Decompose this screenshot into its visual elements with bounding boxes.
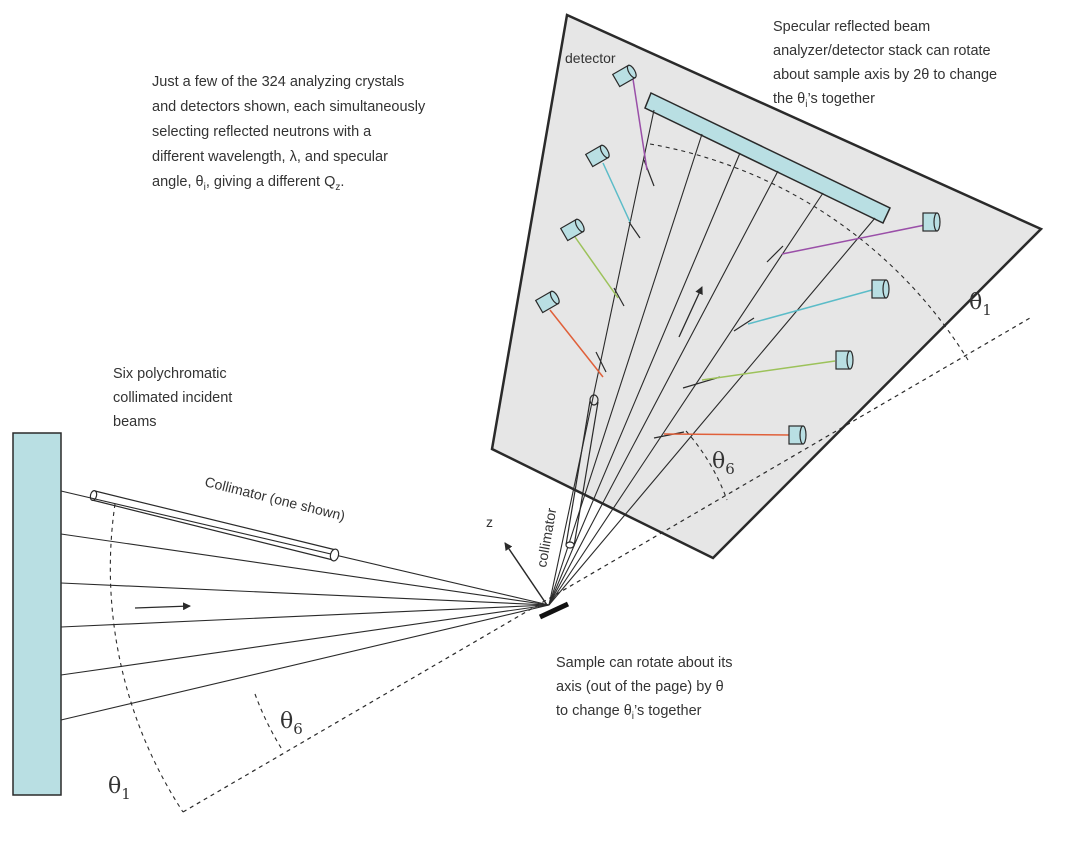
reflected-beams	[548, 109, 876, 606]
analyzer-crystal-bar	[644, 91, 891, 225]
theta6-arc-incident	[254, 693, 284, 752]
incident-beam	[60, 490, 550, 606]
theta6-arc-reflected	[685, 430, 728, 501]
crystal-tick	[653, 431, 685, 439]
detector-icon	[922, 212, 941, 232]
z-axis-label: z	[486, 514, 493, 530]
detector-ray-green	[574, 236, 619, 299]
detector-label: detector	[565, 50, 616, 66]
crystal-tick	[595, 351, 607, 373]
detector-ray-purple	[781, 224, 926, 255]
crystal-tick	[733, 317, 755, 332]
incident-collimator	[89, 489, 340, 562]
detector-ray-green	[701, 360, 836, 381]
specular-note: Specular reflected beam analyzer/detecto…	[773, 19, 1001, 110]
sample-surface-line	[182, 317, 1031, 813]
crystal-tick	[766, 245, 784, 263]
incident-beams	[60, 490, 550, 721]
sample	[538, 601, 570, 620]
detector-icon	[871, 279, 890, 299]
detector-ray-red	[663, 433, 791, 436]
incident-beam	[60, 582, 550, 606]
incident-beam	[60, 604, 550, 676]
detector-ray-purple	[632, 78, 648, 171]
theta1-label-incident: θ1	[108, 774, 131, 803]
theta6-label-reflected: θ6	[712, 449, 735, 478]
detector-icon	[788, 425, 807, 445]
incident-beam	[60, 533, 550, 606]
reflected-beam	[548, 133, 703, 606]
detectors-right	[788, 212, 941, 445]
theta6-label-incident: θ6	[280, 709, 303, 738]
incident-collimator-label: Collimator (one shown)	[203, 473, 347, 523]
crystals-note: Just a few of the 324 analyzing crystals…	[152, 74, 429, 193]
detectors-left	[534, 64, 637, 314]
incident-note: Six polychromatic collimated incident be…	[113, 366, 236, 430]
reflected-beam	[548, 170, 779, 606]
incident-beam	[60, 604, 550, 628]
reflected-direction-arrow	[678, 286, 703, 338]
analyzer-crystal-ticks	[595, 159, 784, 439]
incident-direction-arrow	[134, 602, 191, 611]
detector-ray-red	[549, 309, 604, 378]
reflected-beam	[548, 109, 655, 606]
detector-icon	[534, 290, 560, 314]
detector-icon	[611, 64, 637, 88]
reflected-beam	[548, 217, 876, 606]
detector-icon	[559, 218, 585, 242]
detector-icon	[835, 350, 854, 370]
analyzer-detector-panel	[490, 13, 1044, 560]
z-axis-arrow	[504, 542, 548, 606]
detector-icon	[584, 144, 610, 168]
detector-rays	[549, 78, 926, 436]
crystal-tick	[628, 221, 641, 239]
theta1-arc-incident	[109, 503, 184, 813]
reflected-collimator-label: collimator	[533, 506, 559, 568]
detector-ray-cyan	[747, 289, 873, 325]
theta1-label-reflected: θ1	[969, 290, 992, 319]
incident-beam	[60, 604, 550, 721]
crystal-tick	[613, 287, 625, 307]
sample-note: Sample can rotate about its axis (out of…	[556, 655, 737, 722]
beam-source	[12, 432, 62, 796]
reflected-beam	[548, 192, 824, 606]
reflected-beam	[548, 152, 741, 606]
detector-ray-cyan	[602, 162, 631, 223]
reflected-collimator	[565, 394, 599, 549]
